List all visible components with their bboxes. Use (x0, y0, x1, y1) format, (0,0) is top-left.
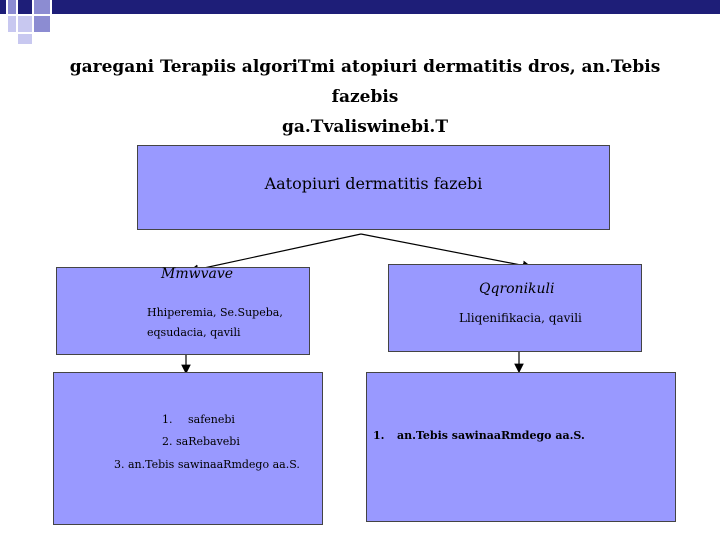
acute-phase-text-1: Hhiperemia, Se.Supeba, (147, 306, 283, 319)
title-line-1: garegani Terapiis algoriTmi atopiuri der… (69, 57, 661, 107)
chronic-phase-heading: Qqronikuli (479, 281, 555, 297)
chronic-treatment-item-1: an.Tebis sawinaaRmdego aa.S. (397, 429, 585, 442)
title-line-2: ga.Tvaliswinebi.T (281, 117, 449, 137)
arrow-root-to-acute (188, 233, 362, 274)
acute-treatment-box: 1. safenebi 2. saRebavebi 3. an.Tebis sa… (53, 372, 323, 525)
header-decoration (0, 0, 720, 44)
root-phase-label: Aatopiuri dermatitis fazebi (264, 174, 483, 193)
acute-treatment-item-2: 2. saRebavebi (162, 435, 240, 448)
root-phase-box: Aatopiuri dermatitis fazebi (137, 145, 610, 230)
acute-treatment-item-1-number: 1. (162, 413, 173, 426)
acute-phase-box: Mmwvave Hhiperemia, Se.Supeba, eqsudacia… (56, 266, 310, 355)
acute-phase-heading: Mmwvave (161, 266, 234, 282)
chronic-phase-text-1: Lliqenifikacia, qavili (459, 311, 582, 325)
acute-treatment-item-3: 3. an.Tebis sawinaaRmdego aa.S. (114, 458, 300, 471)
chronic-treatment-box: 1. an.Tebis sawinaaRmdego aa.S. (366, 372, 676, 522)
acute-phase-text-2: eqsudacia, qavili (147, 326, 241, 339)
slide-title: garegani Terapiis algoriTmi atopiuri der… (60, 52, 670, 142)
chronic-phase-box: Qqronikuli Lliqenifikacia, qavili (388, 264, 642, 352)
acute-treatment-item-1: safenebi (188, 413, 235, 426)
chronic-treatment-item-1-number: 1. (373, 429, 385, 442)
arrow-root-to-chronic (360, 233, 533, 271)
